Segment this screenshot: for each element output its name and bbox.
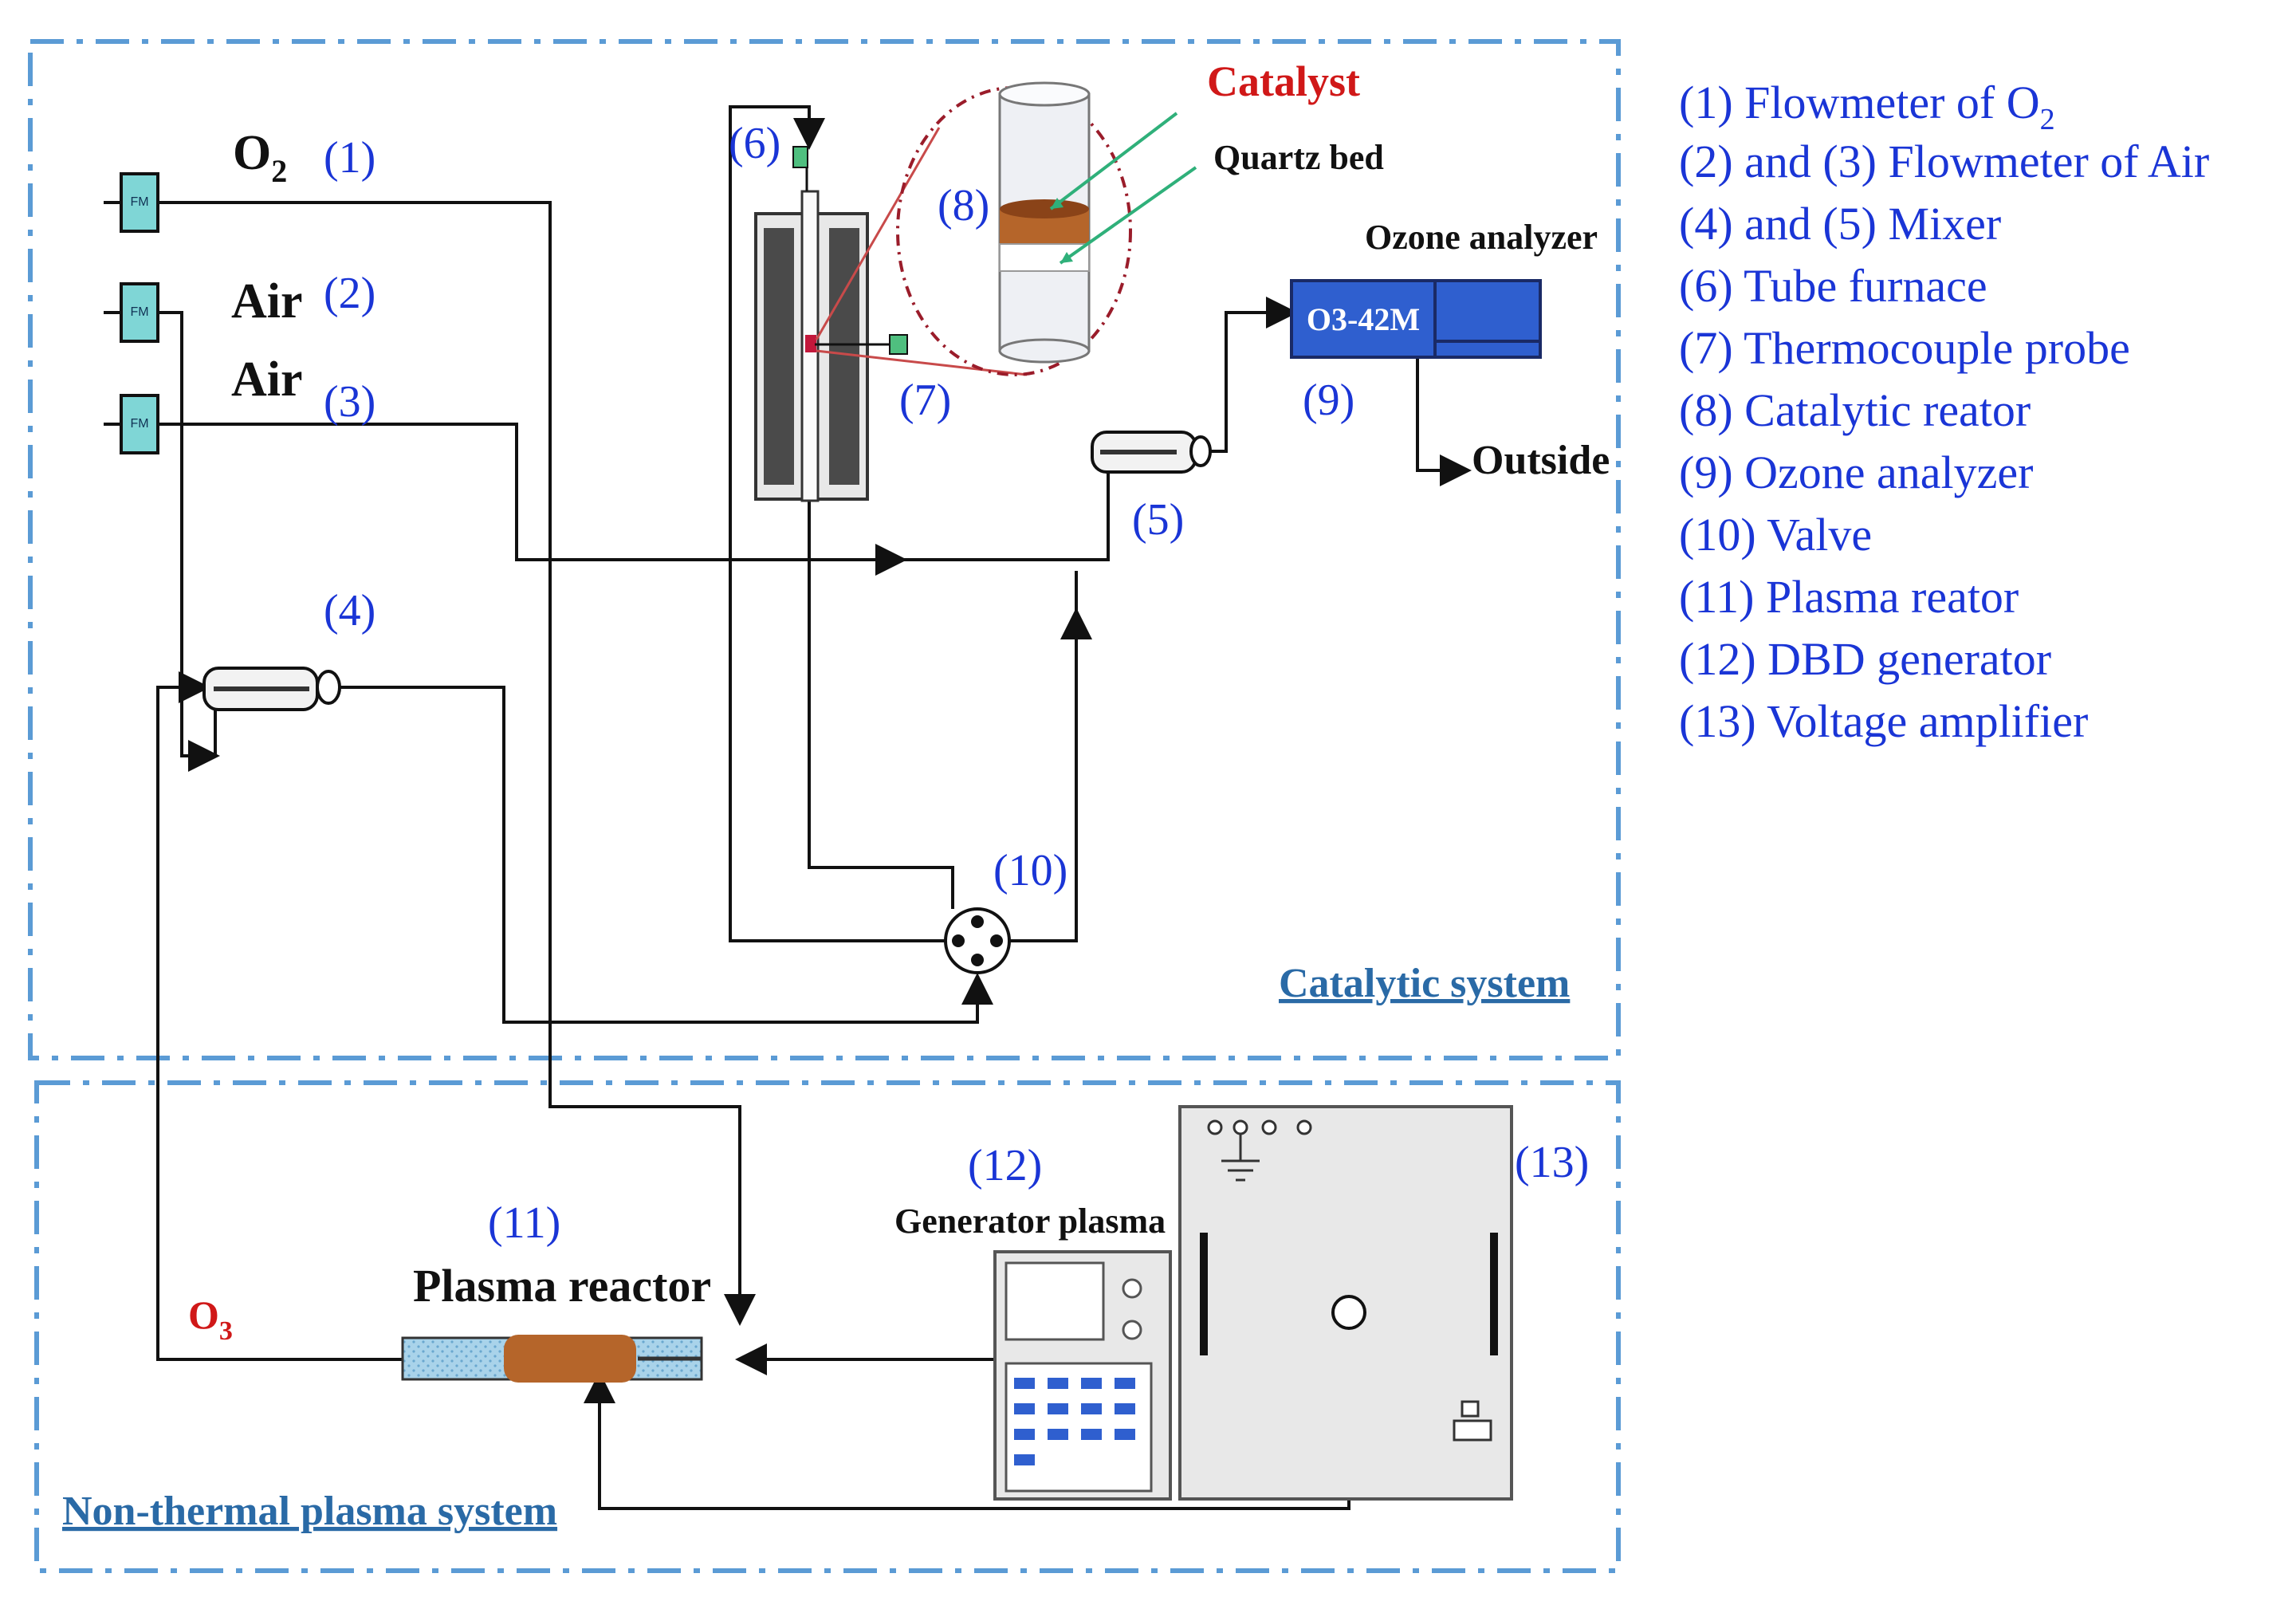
svg-text:FM: FM: [130, 417, 148, 431]
catalytic-reactor-detail: [815, 81, 1197, 376]
legend-item-2: (2) and (3) Flowmeter of Air: [1679, 136, 2209, 187]
air-label-3: Air: [231, 352, 303, 407]
flowmeter-o2: FM: [104, 172, 159, 233]
number-3: (3): [324, 377, 375, 427]
number-6: (6): [729, 119, 780, 168]
non-thermal-system-label: Non-thermal plasma system: [62, 1489, 557, 1534]
legend-item-5: (7) Thermocouple probe: [1679, 322, 2130, 374]
quartz-bed-label: Quartz bed: [1213, 138, 1384, 177]
number-5: (5): [1132, 495, 1184, 545]
legend-item-6: (8) Catalytic reator: [1679, 384, 2031, 436]
number-13: (13): [1515, 1138, 1589, 1187]
svg-text:FM: FM: [130, 305, 148, 319]
pipes: [156, 105, 1472, 1510]
legend-item-8: (10) Valve: [1679, 509, 1872, 561]
analyzer-model-label: O3-42M: [1307, 301, 1420, 337]
plasma-reactor-label: Plasma reactor: [413, 1260, 711, 1312]
flowmeter-air-3: FM: [104, 394, 159, 454]
o3-label: O3: [188, 1292, 233, 1346]
plasma-reactor: [401, 1335, 703, 1383]
number-9: (9): [1303, 376, 1354, 425]
legend-item-11: (13) Voltage amplifier: [1679, 695, 2088, 747]
tube-furnace: [754, 146, 908, 502]
catalytic-system-label: Catalytic system: [1279, 961, 1570, 1006]
flowmeter-air-2: FM: [104, 282, 159, 343]
mixer-4: [202, 667, 341, 756]
outside-label: Outside: [1472, 438, 1610, 483]
number-4: (4): [324, 586, 375, 635]
legend-item-4: (6) Tube furnace: [1679, 260, 1987, 312]
air-label-2: Air: [231, 274, 303, 328]
catalyst-label: Catalyst: [1207, 57, 1360, 105]
legend-item-1: (1) Flowmeter of O2: [1679, 77, 2055, 136]
generator-plasma-label: Generator plasma: [894, 1202, 1166, 1241]
legend-item-9: (11) Plasma reator: [1679, 571, 2019, 623]
number-10: (10): [993, 846, 1067, 895]
ozone-analyzer-label: Ozone analyzer: [1365, 218, 1598, 257]
ozone-analyzer: [1290, 279, 1542, 359]
number-11: (11): [488, 1198, 560, 1248]
legend-item-10: (12) DBD generator: [1679, 633, 2051, 685]
number-7: (7): [899, 376, 951, 425]
number-1: (1): [324, 133, 375, 183]
number-8: (8): [938, 181, 989, 230]
o2-label: O2: [233, 126, 287, 189]
plasma-system-boundary: [34, 1080, 1621, 1573]
valve-10: [944, 907, 1011, 974]
legend-item-7: (9) Ozone analyzer: [1679, 446, 2033, 498]
legend: (1) Flowmeter of O2 (2) and (3) Flowmete…: [1679, 77, 2209, 747]
mixer-5: [1091, 431, 1212, 474]
voltage-amplifier: [1178, 1105, 1513, 1501]
dbd-generator: [993, 1250, 1172, 1501]
legend-item-3: (4) and (5) Mixer: [1679, 198, 2001, 250]
svg-text:FM: FM: [130, 195, 148, 209]
catalytic-system-boundary: [28, 39, 1621, 1060]
number-12: (12): [968, 1141, 1042, 1190]
number-2: (2): [324, 269, 375, 318]
